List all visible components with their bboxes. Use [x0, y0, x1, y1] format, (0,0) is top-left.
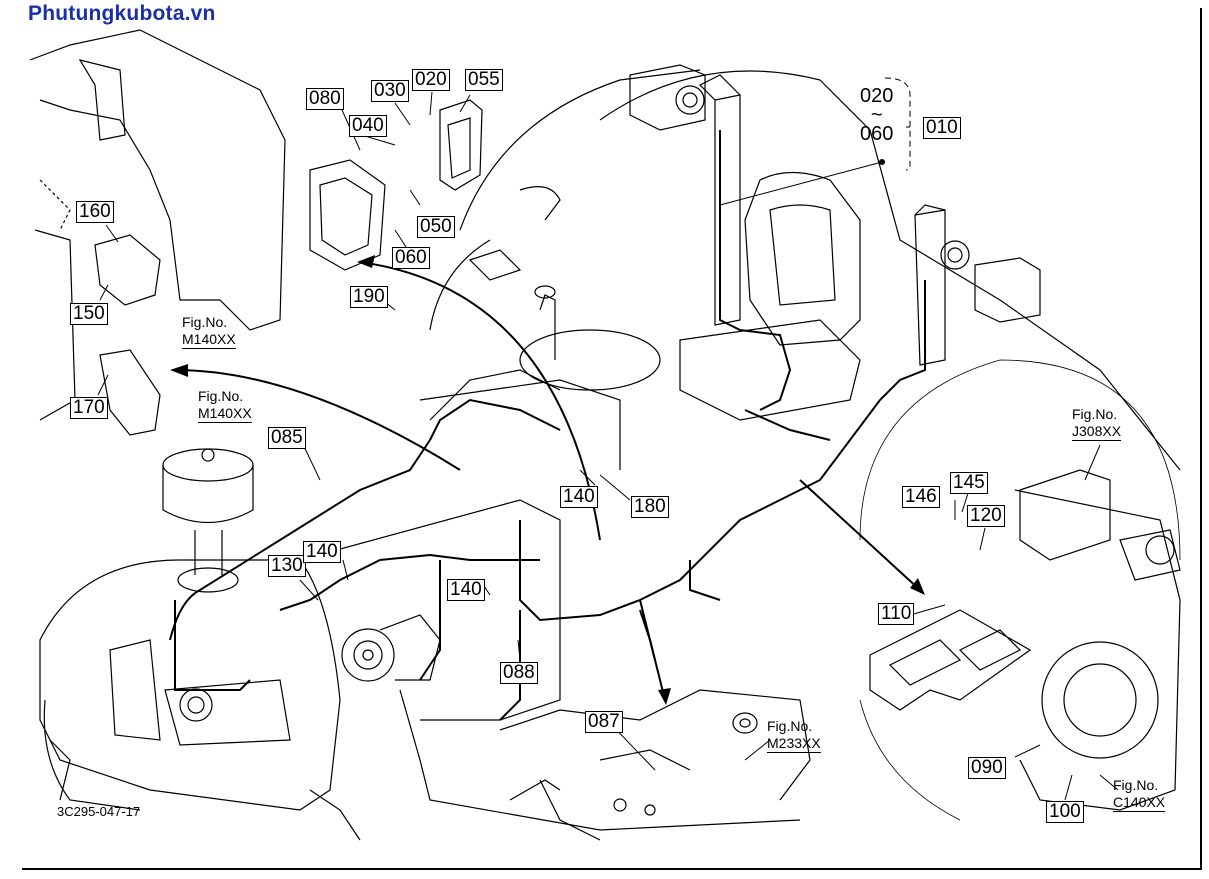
rops-harness: [719, 130, 792, 411]
part-170[interactable]: 170: [70, 397, 108, 419]
figure-ref-number: M140XX: [182, 331, 236, 349]
figure-ref-number: C140XX: [1113, 794, 1166, 812]
part-090[interactable]: 090: [968, 757, 1006, 779]
figure-ref-label: Fig.No.: [767, 718, 813, 734]
part-030[interactable]: 030: [371, 80, 409, 102]
part-140-lower[interactable]: 140: [447, 579, 485, 601]
figure-ref-number: M233XX: [767, 735, 821, 753]
rops-right: [914, 209, 946, 366]
figure-ref-label: Fig.No.: [182, 314, 228, 330]
rear-fender: [599, 70, 1181, 471]
part-140-left[interactable]: 140: [303, 541, 341, 563]
figure-ref-c140[interactable]: Fig.No. C140XX: [1113, 777, 1166, 812]
range-tilde: ~: [870, 104, 883, 126]
relay-170: [99, 349, 161, 436]
part-190[interactable]: 190: [350, 286, 388, 308]
arrow-to-rh-detail: [799, 479, 921, 591]
part-010[interactable]: 010: [923, 117, 961, 139]
figure-ref-m140-top[interactable]: Fig.No. M140XX: [182, 314, 236, 349]
drawing-code: 3C295-047-17: [57, 804, 141, 819]
part-180[interactable]: 180: [631, 496, 669, 518]
figure-ref-label: Fig.No.: [198, 388, 244, 404]
relay-150: [94, 234, 161, 306]
part-140-center[interactable]: 140: [560, 486, 598, 508]
part-087[interactable]: 087: [585, 711, 623, 733]
figure-ref-label: Fig.No.: [1072, 406, 1118, 422]
part-055[interactable]: 055: [465, 69, 503, 91]
lower-frame: [499, 689, 811, 801]
left-fender-panel: [29, 29, 286, 331]
part-146[interactable]: 146: [902, 486, 940, 508]
steering-wheel: [519, 329, 661, 391]
figure-ref-number: M140XX: [198, 405, 252, 423]
part-range-label: 020 ~ 060: [860, 84, 893, 146]
seat-back: [744, 171, 861, 346]
part-085[interactable]: 085: [268, 427, 306, 449]
relay-cover: [439, 99, 483, 191]
work-light-left: [629, 64, 706, 131]
part-110[interactable]: 110: [878, 603, 915, 625]
part-020[interactable]: 020: [412, 69, 450, 91]
part-150[interactable]: 150: [70, 303, 108, 325]
part-060[interactable]: 060: [392, 247, 430, 269]
arrow-to-detail-lower: [639, 599, 666, 701]
part-145[interactable]: 145: [950, 472, 988, 494]
rops-left: [714, 94, 741, 326]
drawing-frame: [22, 8, 1202, 870]
part-160[interactable]: 160: [76, 201, 114, 223]
figure-ref-m140-mid[interactable]: Fig.No. M140XX: [198, 388, 252, 423]
part-088[interactable]: 088: [500, 662, 538, 684]
main-harness: [169, 439, 431, 641]
rh-ellipse-guide: [859, 359, 1181, 561]
seat-base: [679, 319, 861, 421]
part-130[interactable]: 130: [268, 555, 306, 577]
fuse-box: [309, 159, 386, 271]
range-to: 060: [860, 123, 894, 145]
figure-ref-label: Fig.No.: [1113, 777, 1159, 793]
transmission-housing: [1014, 489, 1181, 811]
part-120[interactable]: 120: [967, 505, 1005, 527]
watermark-logo: Phutungkubota.vn: [28, 2, 216, 25]
front-grille: [164, 679, 291, 746]
part-100[interactable]: 100: [1046, 801, 1084, 823]
mounting-plate: [869, 609, 1032, 711]
figure-ref-m233[interactable]: Fig.No. M233XX: [767, 718, 821, 753]
air-cleaner-top: [162, 448, 254, 482]
alternator: [341, 628, 395, 682]
part-040[interactable]: 040: [349, 115, 387, 137]
figure-ref-number: J308XX: [1072, 423, 1122, 441]
work-light-right: [974, 257, 1041, 323]
part-080[interactable]: 080: [306, 88, 344, 110]
arrow-m140: [174, 369, 461, 471]
range-from: 020: [860, 85, 894, 107]
part-050[interactable]: 050: [417, 216, 455, 238]
figure-ref-j308[interactable]: Fig.No. J308XX: [1072, 406, 1122, 441]
